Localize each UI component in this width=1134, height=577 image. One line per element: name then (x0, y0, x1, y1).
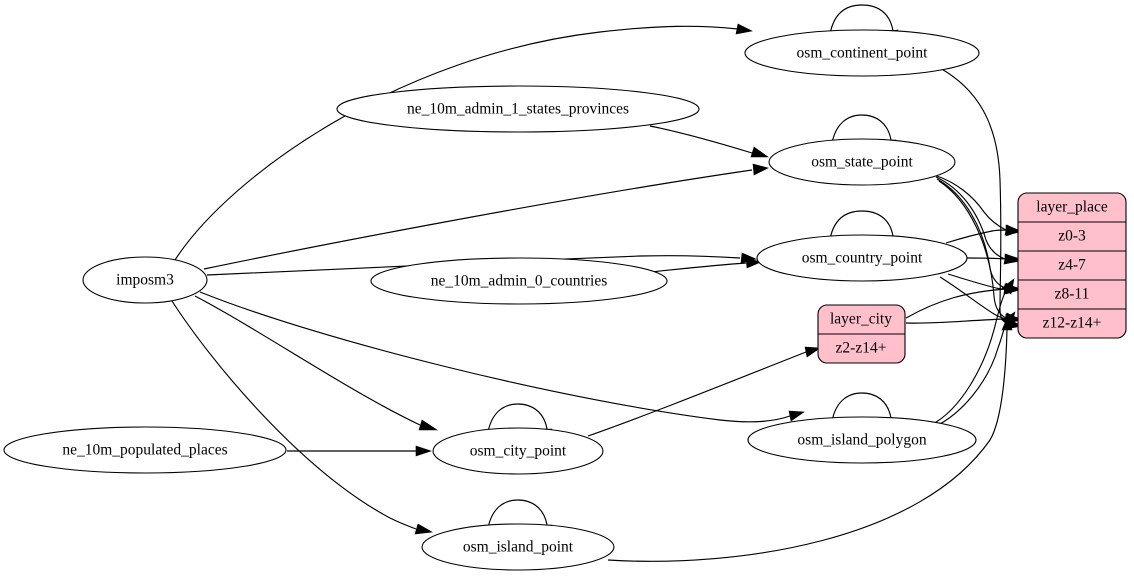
node-shape[interactable] (421, 523, 615, 571)
layer_place-title: layer_place (1036, 199, 1108, 216)
record-node-layer_place[interactable]: layer_place z0-3 z4-7 z8-11 z12-z14+ (1017, 192, 1127, 339)
node-shape[interactable] (756, 234, 968, 282)
node-imposm3[interactable]: imposm3 (82, 256, 208, 304)
arrowhead (750, 146, 769, 158)
edge-imposm3-to-osm_city_point (194, 295, 421, 426)
edge-imposm3-to-osm_island_point (171, 300, 417, 530)
arrowhead (414, 523, 433, 535)
edge-osm_country_point-to-layer_place-z4 (966, 257, 1006, 260)
arrowhead (745, 257, 762, 269)
edge-imposm3-to-osm_continent_point (174, 25, 739, 261)
edge-layer_city-to-layer_place-z12 (905, 318, 1007, 324)
arrowhead (1001, 315, 1013, 331)
record-node-layer_city[interactable]: layer_city z2-z14+ (817, 304, 906, 364)
self-loop-osm_country_point (829, 210, 894, 240)
self-loop-osm_city_point (487, 403, 548, 433)
node-label: imposm3 (116, 272, 174, 289)
arrowhead (1004, 253, 1021, 265)
layer_city-title: layer_city (830, 311, 892, 328)
edge-osm_state_point-to-layer_place-z4 (935, 176, 1006, 260)
node-label: ne_10m_admin_1_states_provinces (407, 101, 629, 118)
layer_place-field-z4-7[interactable]: z4-7 (1058, 257, 1086, 274)
node-ne_10m_admin_1_states_provinces[interactable]: ne_10m_admin_1_states_provinces (336, 85, 700, 133)
node-shape[interactable] (768, 138, 956, 186)
layer_place-box[interactable] (1017, 192, 1127, 339)
self-loop-osm_island_polygon (831, 392, 892, 422)
self-loop-osm_continent_point (829, 4, 894, 35)
layer_place-field-z8-11[interactable]: z8-11 (1055, 286, 1090, 303)
layer_place-field-z0-3[interactable]: z0-3 (1058, 228, 1086, 245)
node-shape[interactable] (432, 427, 604, 475)
node-label: osm_continent_point (797, 45, 929, 62)
self-loop-osm_island_point (487, 499, 548, 529)
node-ne_10m_populated_places[interactable]: ne_10m_populated_places (3, 426, 287, 474)
node-shape[interactable] (747, 416, 977, 464)
node-label: ne_10m_admin_0_countries (431, 273, 608, 290)
node-shape[interactable] (336, 85, 700, 133)
edge-osm_country_point-to-layer_place-z12 (939, 276, 1007, 320)
node-label: osm_state_point (811, 154, 913, 171)
edge-osm_state_point-to-layer_place-z12 (938, 180, 1007, 319)
edge-ne_countries-to-osm_country_point (649, 262, 747, 273)
record-node-layer: layer_place z0-3 z4-7 z8-11 z12-z14+ lay… (817, 192, 1127, 364)
arrowhead (788, 410, 805, 422)
self-loop-osm_state_point (831, 114, 892, 144)
node-osm_island_point[interactable]: osm_island_point (421, 523, 615, 571)
node-label: osm_city_point (470, 443, 567, 460)
node-label: ne_10m_populated_places (62, 442, 227, 459)
edge-osm_country_point-to-layer_place-z8 (947, 273, 1007, 290)
layer_city-field-z2-z14plus[interactable]: z2-z14+ (836, 340, 887, 357)
edge-osm_island_polygon-to-layer_place-z8 (930, 290, 1007, 426)
node-ne_10m_admin_0_countries[interactable]: ne_10m_admin_0_countries (370, 257, 668, 305)
arrowhead (418, 419, 438, 431)
node-shape[interactable] (3, 426, 287, 474)
edge-osm_state_point-to-layer_place-z0 (933, 174, 1007, 231)
edge-layer_city-to-layer_place-z8 (905, 288, 1007, 319)
edge-imposm3-to-osm_state_point (203, 169, 753, 270)
node-osm_country_point[interactable]: osm_country_point (756, 234, 968, 282)
node-label: osm_island_polygon (797, 432, 926, 449)
arrowhead (415, 445, 432, 457)
node-shape[interactable] (82, 256, 208, 304)
arrowhead (1005, 224, 1022, 237)
node-shape[interactable] (370, 257, 668, 305)
node-osm_island_polygon[interactable]: osm_island_polygon (747, 416, 977, 464)
node-label: osm_island_point (463, 539, 574, 556)
edge-osm_island_point-to-layer_place-z12 (607, 329, 1008, 562)
node-label: osm_country_point (802, 250, 923, 267)
node-shape[interactable] (744, 29, 980, 77)
arrowhead (1001, 278, 1015, 295)
node-osm_state_point[interactable]: osm_state_point (768, 138, 956, 186)
layer_place-field-z12-z14plus[interactable]: z12-z14+ (1043, 315, 1102, 332)
edge-osm_country_point-to-layer_place-z0 (945, 229, 1007, 244)
node-osm_city_point[interactable]: osm_city_point (432, 427, 604, 475)
edge-osm_continent_point-to-layer_place-z12 (939, 67, 1009, 325)
arrowhead (735, 23, 753, 35)
edge-osm_island_polygon-to-layer_place-z12 (933, 322, 1007, 428)
edge-ne_states-to-osm_state_point (649, 125, 753, 154)
arrowhead (752, 163, 769, 176)
arrowhead (804, 346, 821, 358)
edge-imposm3-to-osm_island_polygon (199, 291, 791, 423)
edge-osm_city_point-to-layer_city-z2 (587, 351, 807, 437)
node-layer: imposm3 ne_10m_admin_1_states_provinces … (3, 29, 980, 571)
node-osm_continent_point[interactable]: osm_continent_point (744, 29, 980, 77)
